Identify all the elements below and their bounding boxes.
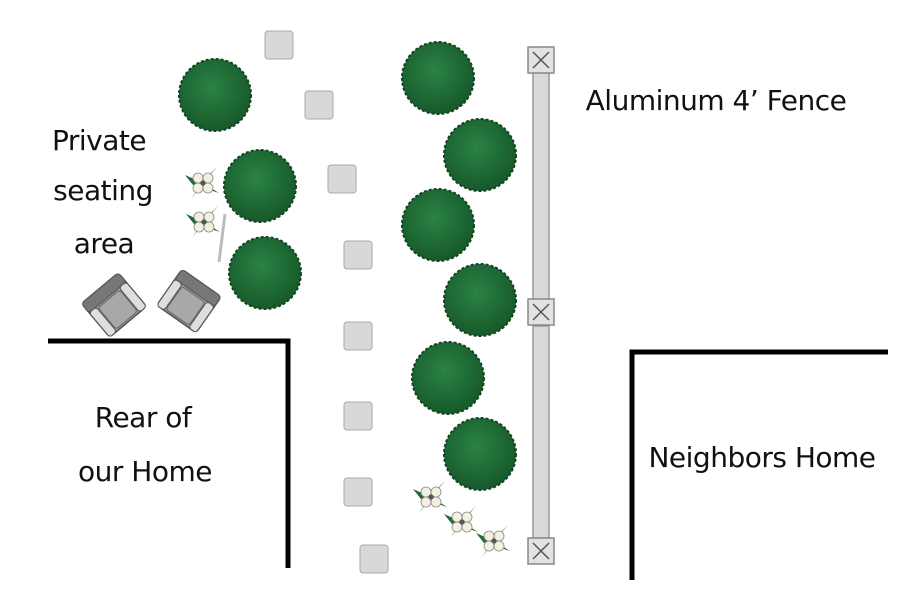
shrub-icon (411, 341, 485, 415)
stepping-stone-icon (343, 477, 373, 507)
our-home-wall (48, 338, 291, 568)
shrub-icon (401, 41, 475, 115)
fence-post-icon (527, 537, 555, 565)
shrub-icon (443, 118, 517, 192)
fence-post-icon (527, 298, 555, 326)
seating-area-label-line2: seating (53, 174, 153, 207)
fence-post-icon (527, 46, 555, 74)
armchair-icon (157, 269, 221, 333)
garden-stake (217, 213, 227, 263)
stepping-stone-icon (264, 30, 294, 60)
seating-area-label-line3: area (74, 227, 134, 260)
flowering-plant-icon (413, 481, 447, 513)
flowering-plant-icon (444, 506, 478, 538)
fence-rail-lower (532, 325, 550, 539)
shrub-icon (443, 417, 517, 491)
flowering-plant-icon (476, 525, 510, 557)
stepping-stone-icon (359, 544, 389, 574)
neighbors-home-label: Neighbors Home (648, 441, 875, 474)
stepping-stones (264, 30, 389, 574)
shrub-icon (443, 263, 517, 337)
shrubs (178, 41, 517, 491)
shrub-icon (223, 149, 297, 223)
our-home-label-line2: our Home (78, 455, 212, 488)
flowering-plant-icon (185, 167, 219, 199)
stepping-stone-icon (304, 90, 334, 120)
fence-rail-upper (532, 71, 550, 301)
stepping-stone-icon (343, 401, 373, 431)
our-home-label-line1: Rear of (95, 401, 193, 434)
seating-area-label-line1: Private (52, 124, 146, 157)
fence-label: Aluminum 4’ Fence (586, 84, 847, 117)
flowering-plant-icon (186, 206, 220, 238)
shrub-icon (228, 236, 302, 310)
stepping-stone-icon (343, 321, 373, 351)
shrub-icon (178, 58, 252, 132)
stepping-stone-icon (343, 240, 373, 270)
neighbor-home-wall (629, 349, 888, 580)
shrub-icon (401, 188, 475, 262)
armchair-icon (82, 273, 146, 337)
stepping-stone-icon (327, 164, 357, 194)
